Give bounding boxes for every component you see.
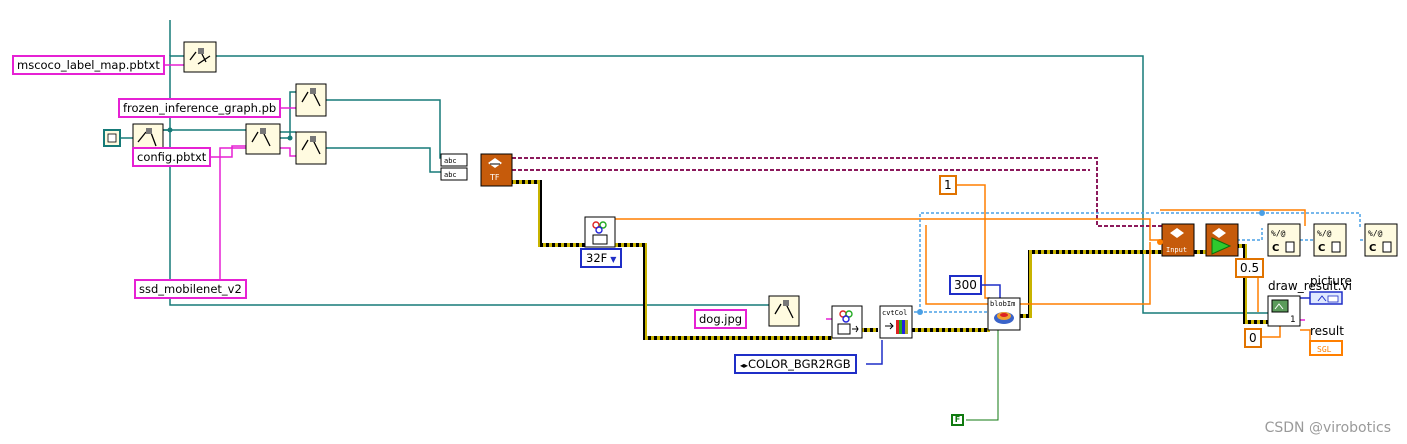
svg-text:C: C xyxy=(1272,243,1279,254)
label-map-constant[interactable]: mscoco_label_map.pbtxt xyxy=(12,55,165,75)
svg-text:%/@: %/@ xyxy=(1368,229,1383,238)
imread-vi[interactable] xyxy=(831,305,863,339)
forward-vi[interactable] xyxy=(1205,223,1239,257)
blob-size-constant[interactable]: 300 xyxy=(949,275,982,295)
bool-wires xyxy=(966,330,999,421)
picture-indicator[interactable] xyxy=(1309,291,1343,305)
svg-text:abc: abc xyxy=(444,157,457,165)
delete-net-vi[interactable]: %/@ C xyxy=(1267,223,1301,257)
path-to-string-icon-2[interactable]: abc xyxy=(440,167,468,181)
set-input-vi[interactable]: Input xyxy=(1161,223,1195,257)
numeric-junctions xyxy=(1157,239,1163,245)
index-zero-constant[interactable]: 0 xyxy=(1244,328,1262,348)
mat-create-vi[interactable] xyxy=(584,216,616,248)
build-path-icon-2[interactable] xyxy=(295,131,327,165)
wire-junctions xyxy=(167,127,293,141)
mat-type-value: 32F xyxy=(586,251,608,265)
blob-from-image-vi[interactable]: blobIm xyxy=(987,297,1021,331)
strip-path-icon-3[interactable] xyxy=(245,123,281,155)
swap-rb-constant[interactable]: F xyxy=(951,414,964,426)
frozen-graph-constant[interactable]: frozen_inference_graph.pb xyxy=(118,98,282,118)
picture-label: picture xyxy=(1310,274,1352,288)
current-vi-path-icon[interactable] xyxy=(103,129,121,147)
build-path-icon-3[interactable] xyxy=(768,295,800,327)
chevron-down-icon: ▼ xyxy=(610,255,617,264)
color-code-value: COLOR_BGR2RGB xyxy=(748,357,851,371)
svg-text:%/@: %/@ xyxy=(1317,229,1332,238)
svg-text:cvtCol: cvtCol xyxy=(882,309,907,317)
threshold-constant[interactable]: 0.5 xyxy=(1235,258,1265,278)
int-wires xyxy=(866,284,1310,365)
config-constant[interactable]: config.pbtxt xyxy=(132,147,212,167)
watermark: CSDN @virobotics xyxy=(1264,420,1391,436)
string-wires xyxy=(165,64,1305,321)
svg-text:SGL: SGL xyxy=(1317,345,1332,354)
svg-text:C: C xyxy=(1318,243,1325,254)
strip-path-icon-1[interactable] xyxy=(183,41,217,73)
draw-result-label: draw_result.vi xyxy=(1268,279,1352,293)
cvtcolor-vi[interactable]: cvtCol xyxy=(879,305,913,339)
path-to-string-icon-1[interactable]: abc xyxy=(440,153,468,167)
tf-label: TF xyxy=(490,173,500,182)
svg-text:abc: abc xyxy=(444,171,457,179)
mat-type-ring[interactable]: 32F▼ xyxy=(580,248,623,268)
path-wires xyxy=(120,20,1300,314)
image-file-constant[interactable]: dog.jpg xyxy=(694,309,748,329)
result-indicator[interactable]: SGL xyxy=(1309,340,1343,356)
svg-text:blobIm: blobIm xyxy=(990,300,1015,308)
scale-factor-constant[interactable]: 1 xyxy=(939,175,957,195)
tf-readnet-vi[interactable] xyxy=(480,153,513,187)
model-name-constant[interactable]: ssd_mobilenet_v2 xyxy=(134,279,247,299)
svg-text:1: 1 xyxy=(1290,315,1296,325)
svg-text:%/@: %/@ xyxy=(1271,229,1286,238)
cluster-wires xyxy=(512,157,1162,227)
result-label: result xyxy=(1310,324,1344,338)
error-junctions xyxy=(917,210,1265,315)
draw-result-vi[interactable]: 1 xyxy=(1267,295,1301,327)
delete-mat-vi-2[interactable]: %/@ C xyxy=(1364,223,1398,257)
ring-arrows-icon: ◂▸ xyxy=(740,361,749,370)
delete-mat-vi-1[interactable]: %/@ C xyxy=(1313,223,1347,257)
build-path-icon-1[interactable] xyxy=(295,83,327,117)
svg-text:Input: Input xyxy=(1166,246,1187,254)
color-code-ring[interactable]: ◂▸COLOR_BGR2RGB xyxy=(734,354,857,374)
svg-text:C: C xyxy=(1369,243,1376,254)
